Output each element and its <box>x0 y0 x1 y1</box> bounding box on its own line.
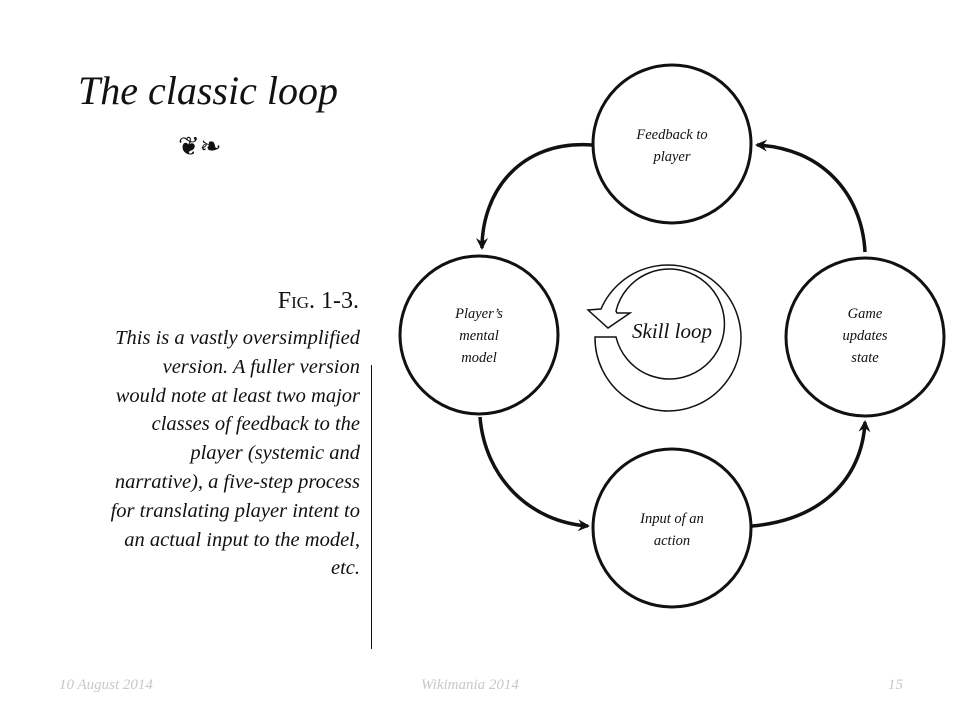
node-feedback-to-player: Feedback to player <box>591 63 753 225</box>
node-mental-model-line-2: mental <box>459 328 498 344</box>
node-input-of-an-action: Input of an action <box>591 447 753 609</box>
node-mental-model-line-1: Player’s <box>454 306 503 322</box>
footer-event: Wikimania 2014 <box>421 677 519 693</box>
node-mental-model-line-3: model <box>461 350 496 366</box>
arrow-input-to-game-state <box>751 420 871 528</box>
node-game-updates-state: Game updates state <box>784 256 946 418</box>
node-players-mental-model: Player’s mental model <box>398 254 560 416</box>
figure-label: Fig. 1-3. <box>277 288 359 314</box>
footer-date: 10 August 2014 <box>59 677 153 693</box>
node-feedback-line-2: player <box>652 149 690 165</box>
node-input-line-1: Input of an <box>639 511 704 527</box>
slide-title: The classic loop <box>78 68 338 113</box>
node-feedback-line-1: Feedback to <box>635 127 707 143</box>
footer-page-number: 15 <box>888 677 903 693</box>
skill-loop-arrow <box>586 264 742 412</box>
node-game-state-line-1: Game <box>848 306 883 322</box>
caption-rule <box>371 365 372 649</box>
figure-caption: This is a vastly oversimplified version.… <box>110 327 360 580</box>
skill-loop-label: Skill loop <box>632 319 712 343</box>
node-input-line-2: action <box>654 533 690 549</box>
ornament-fleuron: ❦❧ <box>178 132 222 162</box>
arrow-game-state-to-feedback <box>755 139 867 253</box>
arrow-mental-model-to-input <box>478 416 590 532</box>
node-game-state-line-3: state <box>851 350 879 366</box>
node-game-state-line-2: updates <box>842 328 887 344</box>
arrow-feedback-to-mental-model <box>476 143 593 250</box>
